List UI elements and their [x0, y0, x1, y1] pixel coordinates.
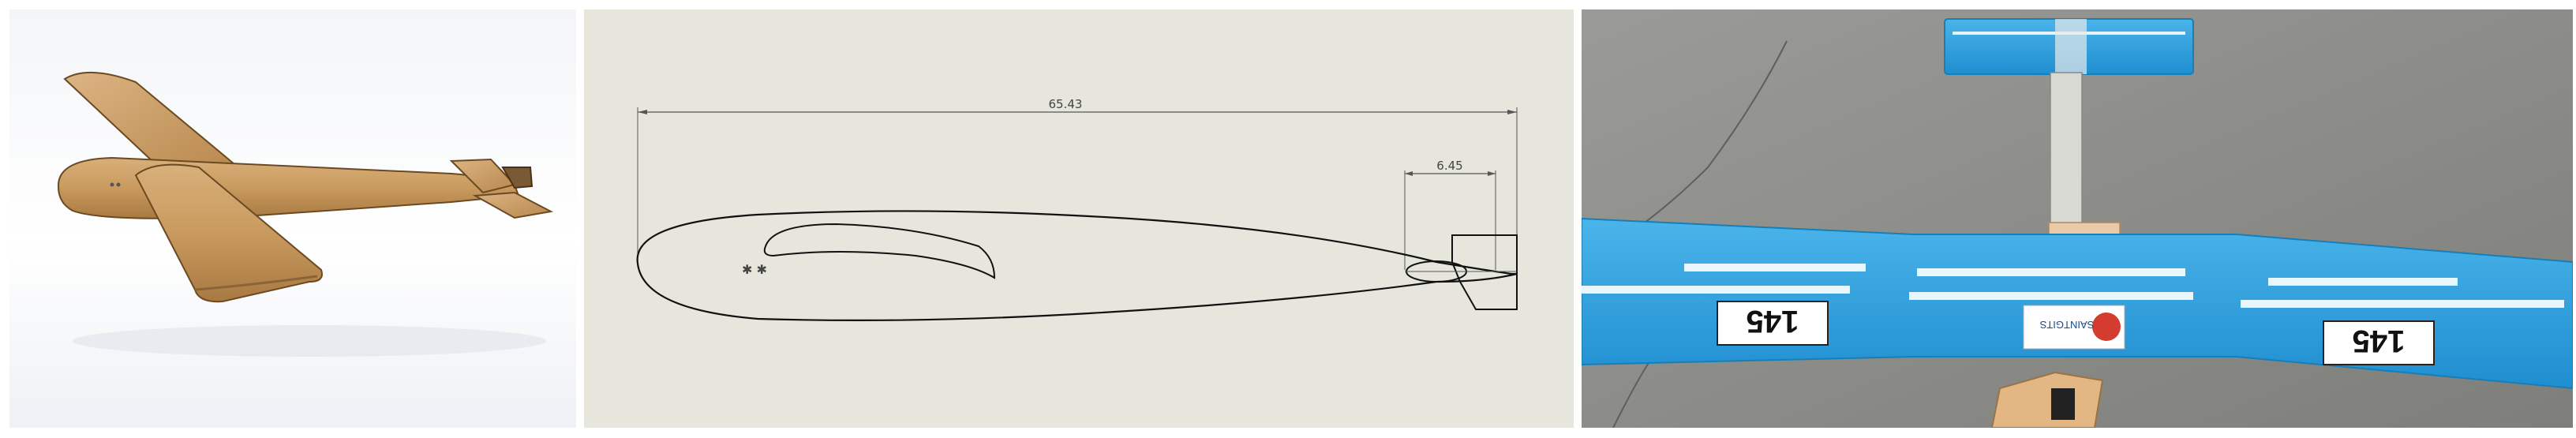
- technical-drawing: 65.43 6.45 ✱ ✱: [636, 97, 1518, 321]
- profile-drawing-panel: 65.43 6.45 ✱ ✱: [584, 9, 1574, 428]
- wing-section: [763, 223, 996, 279]
- cad-render-panel: [9, 9, 576, 428]
- glider-3d-model-icon: [57, 72, 554, 357]
- svg-text:✱ ✱: ✱ ✱: [742, 262, 767, 277]
- sponsor-logo-text: SAINTGITS: [2039, 319, 2094, 331]
- far-wing: [63, 72, 237, 177]
- vertical-fin: [501, 167, 534, 189]
- fuselage: [57, 156, 520, 219]
- glider-photo-panel: 145 145 SAINTGITS: [1582, 9, 2573, 428]
- wing-number-left: 145: [1747, 304, 1799, 339]
- near-wing: [134, 163, 323, 303]
- fuselage-outline: [636, 210, 1518, 321]
- dimension-total-label: 65.43: [1049, 97, 1083, 111]
- glider-photo: 145 145 SAINTGITS: [1582, 9, 2573, 428]
- tail-boom: [2050, 72, 2083, 231]
- dimension-tail-label: 6.45: [1436, 159, 1462, 173]
- wing-number-right: 145: [2353, 324, 2406, 358]
